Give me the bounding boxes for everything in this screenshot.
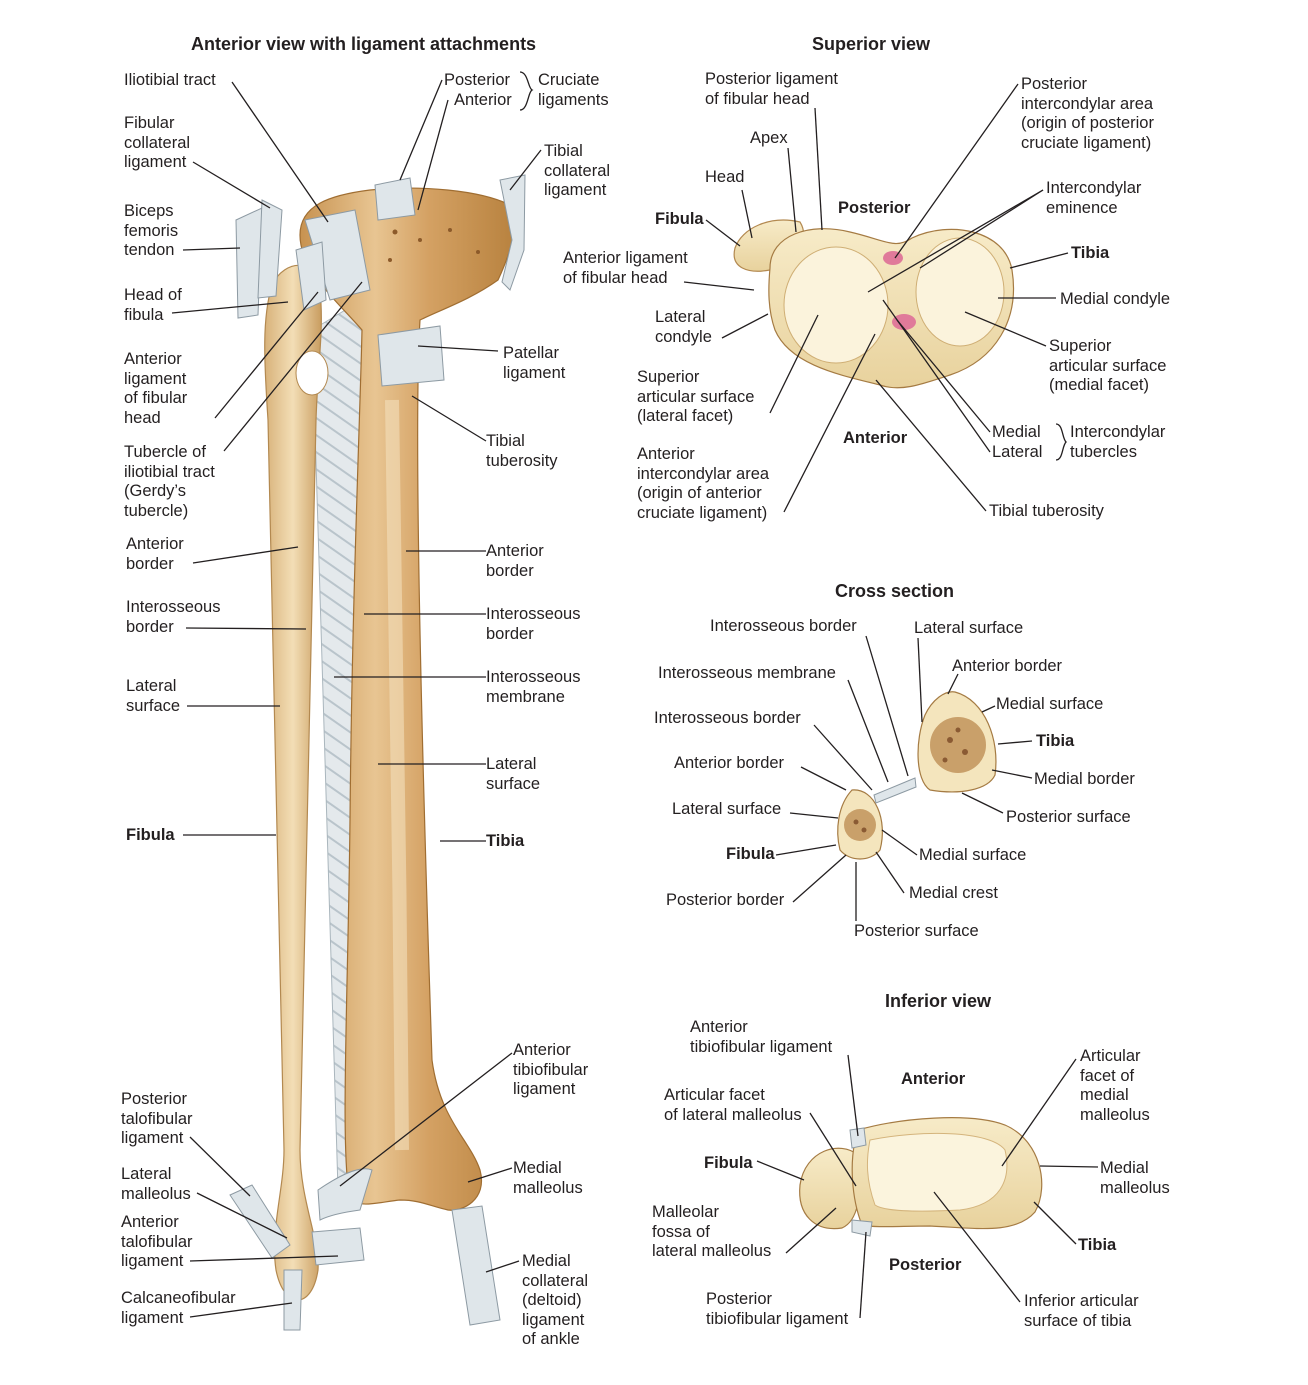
label-superior-fibula: Fibula (655, 210, 704, 228)
label-tibia: Tibia (486, 832, 525, 850)
label-cs-interosseous-membrane: Interosseous membrane (658, 664, 836, 682)
label-biceps-femoris-tendon: Biceps femoris tendon (124, 202, 179, 259)
label-cs-anterior-border-tibia: Anterior border (952, 657, 1063, 675)
heading-inferior-view: Inferior view (885, 991, 992, 1011)
label-calcaneofibular-ligament: Calcaneofibular ligament (121, 1289, 236, 1327)
leader-lines (171, 71, 1099, 1319)
tibia-bone (299, 187, 516, 1211)
label-anterior-tibiofibular-ligament: Anterior tibiofibular ligament (513, 1041, 589, 1098)
label-cs-interosseous-border-tibia: Interosseous border (710, 617, 857, 635)
label-cruciate-posterior: Posterior (444, 71, 511, 89)
label-head: Head (705, 168, 745, 186)
label-cs-interosseous-border-fibula: Interosseous border (654, 709, 801, 727)
label-inf-articular-facet-lateral-malleolus: Articular facet of lateral malleolus (664, 1086, 802, 1124)
label-apex: Apex (750, 129, 788, 147)
label-head-of-fibula: Head of fibula (124, 286, 182, 324)
label-cs-medial-surface-tibia: Medial surface (996, 695, 1104, 713)
label-medial-condyle: Medial condyle (1060, 290, 1171, 308)
label-cs-fibula: Fibula (726, 845, 775, 863)
label-superior-tibia: Tibia (1071, 244, 1110, 262)
label-inf-anterior: Anterior (901, 1070, 966, 1088)
superior-view-bones (733, 219, 1014, 389)
label-inf-inferior-articular-surface: Inferior articular surface of tibia (1024, 1292, 1139, 1330)
label-superior-posterior: Posterior (838, 199, 911, 217)
label-anterior-ligament-of-fibular-head: Anterior ligament of fibular head (563, 249, 688, 287)
heading-anterior-view: Anterior view with ligament attachments (191, 34, 537, 54)
label-gerdys-tubercle: Tubercle of iliotibial tract (Gerdy’s tu… (124, 443, 215, 520)
label-cs-lateral-surface-tibia: Lateral surface (914, 619, 1024, 637)
label-superior-articular-lateral-facet: Superior articular surface (lateral face… (637, 368, 755, 425)
label-cs-medial-border: Medial border (1034, 770, 1135, 788)
label-medial-collateral-deltoid-ligament: Medial collateral (deltoid) ligament of … (522, 1252, 589, 1348)
label-tibial-collateral-ligament: Tibial collateral ligament (544, 142, 611, 199)
label-posterior-talofibular-ligament: Posterior talofibular ligament (121, 1090, 193, 1147)
label-tibial-tuberosity: Tibial tuberosity (486, 432, 558, 470)
label-cs-posterior-surface-tibia: Posterior surface (1006, 808, 1131, 826)
knee-ligaments (235, 174, 526, 387)
label-inf-posterior-tibiofibular-ligament: Posterior tibiofibular ligament (706, 1290, 849, 1328)
label-lateral-tubercle: Lateral (992, 443, 1043, 461)
heading-cross-section: Cross section (835, 581, 955, 601)
label-lateral-surface-fibula: Lateral surface (126, 677, 181, 715)
label-lateral-surface-tibia: Lateral surface (486, 755, 541, 793)
label-superior-tibial-tuberosity: Tibial tuberosity (989, 502, 1104, 520)
label-intercondylar-eminence: Intercondylar eminence (1046, 179, 1142, 217)
label-cs-posterior-border: Posterior border (666, 891, 785, 909)
cross-section-bones (837, 691, 997, 860)
ankle-ligaments (229, 1168, 501, 1331)
label-intercondylar-tubercles: Intercondylar tubercles (1070, 423, 1166, 461)
label-inf-fibula: Fibula (704, 1154, 753, 1172)
label-lateral-malleolus: Lateral malleolus (121, 1165, 191, 1203)
label-cs-posterior-surface-fibula: Posterior surface (854, 922, 979, 940)
label-cruciate-ligaments: Cruciate ligaments (538, 71, 609, 109)
label-superior-anterior: Anterior (843, 429, 908, 447)
label-anterior-talofibular-ligament: Anterior talofibular ligament (121, 1213, 193, 1270)
label-interosseous-border-fibula: Interosseous border (126, 598, 221, 636)
label-patellar-ligament: Patellar ligament (503, 344, 566, 382)
label-inf-articular-facet-medial-malleolus: Articular facet of medial malleolus (1080, 1047, 1150, 1124)
label-inf-tibia: Tibia (1078, 1236, 1117, 1254)
inferior-view-bones (799, 1117, 1043, 1237)
label-posterior-intercondylar-area: Posterior intercondylar area (origin of … (1021, 75, 1154, 152)
label-lateral-condyle: Lateral condyle (655, 308, 712, 346)
label-cs-medial-crest: Medial crest (909, 884, 998, 902)
label-superior-articular-medial-facet: Superior articular surface (medial facet… (1049, 337, 1167, 394)
label-iliotibial-tract: Iliotibial tract (124, 71, 216, 89)
label-cs-lateral-surface-fibula: Lateral surface (672, 800, 782, 818)
label-anterior-intercondylar-area: Anterior intercondylar area (origin of a… (637, 445, 770, 522)
label-interosseous-membrane: Interosseous membrane (486, 668, 581, 706)
label-fibula: Fibula (126, 826, 175, 844)
label-inf-posterior: Posterior (889, 1256, 962, 1274)
label-inf-medial-malleolus: Medial malleolus (1100, 1159, 1170, 1197)
label-cs-medial-surface-fibula: Medial surface (919, 846, 1027, 864)
label-inf-malleolar-fossa: Malleolar fossa of lateral malleolus (652, 1203, 772, 1260)
label-cs-anterior-border-fibula: Anterior border (674, 754, 785, 772)
label-cs-tibia: Tibia (1036, 732, 1075, 750)
label-inf-anterior-tibiofibular-ligament: Anterior tibiofibular ligament (690, 1018, 833, 1056)
label-anterior-ligament-fibular-head: Anterior ligament of fibular head (124, 350, 188, 427)
label-anterior-border-tibia: Anterior border (486, 542, 544, 580)
label-medial-malleolus: Medial malleolus (513, 1159, 583, 1197)
heading-superior-view: Superior view (812, 34, 931, 54)
label-posterior-ligament-fibular-head: Posterior ligament of fibular head (705, 70, 838, 108)
label-medial-tubercle: Medial (992, 423, 1041, 441)
label-anterior-border-fibula: Anterior border (126, 535, 184, 573)
label-fibular-collateral-ligament: Fibular collateral ligament (124, 114, 191, 171)
label-interosseous-border-tibia: Interosseous border (486, 605, 581, 643)
label-cruciate-anterior: Anterior (454, 91, 512, 109)
